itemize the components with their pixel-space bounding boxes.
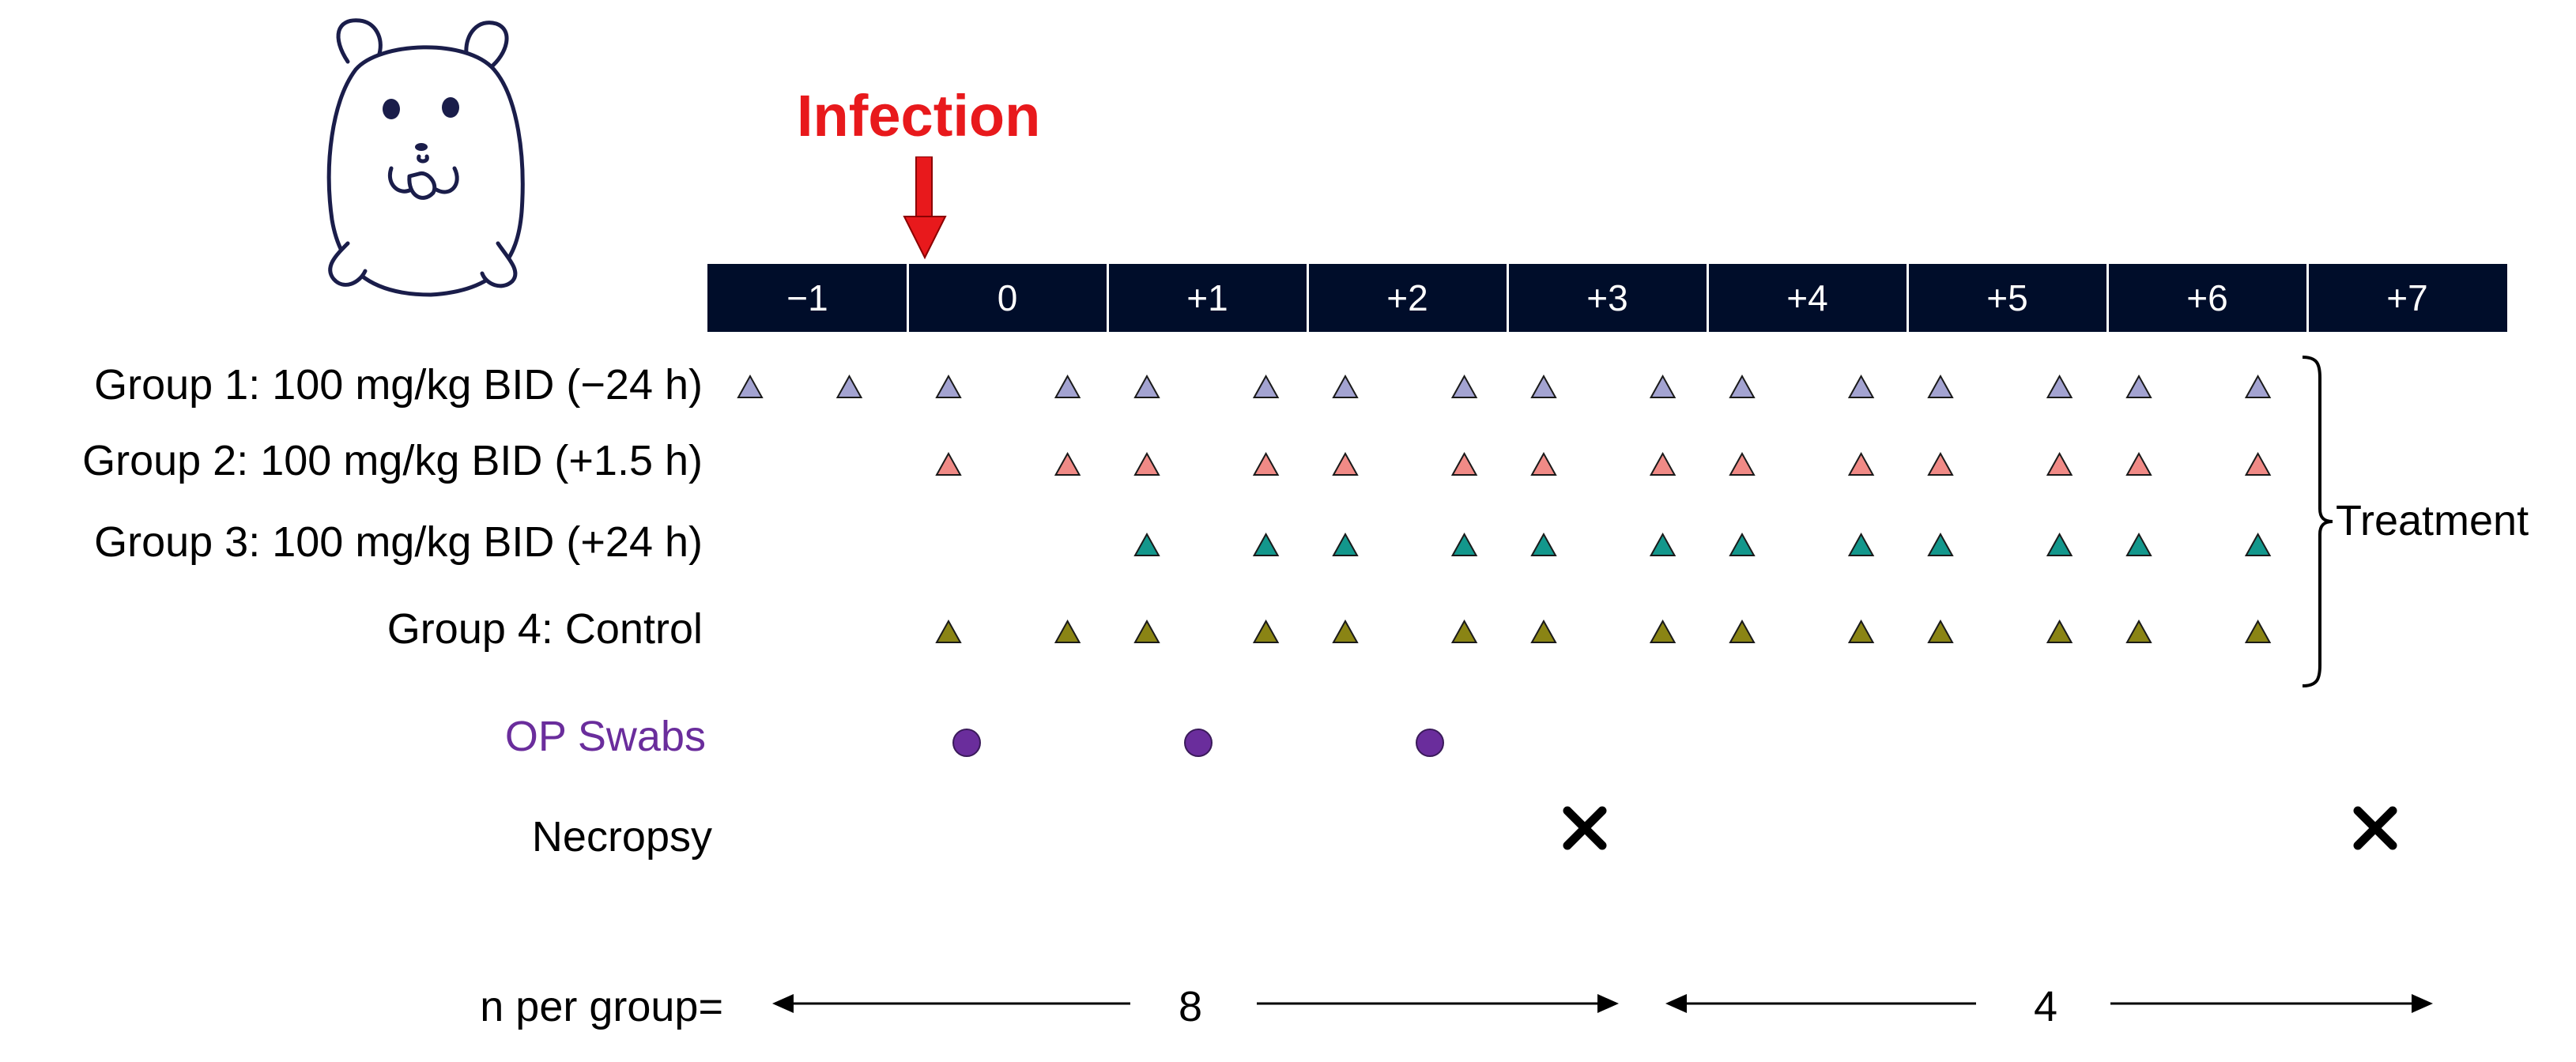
- dose-marker: [1530, 619, 1557, 643]
- dose-marker: [2125, 619, 2152, 643]
- dose-marker: [1054, 374, 1081, 398]
- dose-marker: [1847, 451, 1875, 476]
- dose-marker: [2046, 532, 2073, 556]
- dose-marker: [2125, 374, 2152, 398]
- dose-marker: [2046, 374, 2073, 398]
- dose-marker: [935, 619, 962, 643]
- infection-label: Infection: [797, 83, 1041, 149]
- dose-marker: [1530, 532, 1557, 556]
- timeline-separator: [1507, 264, 1509, 332]
- op-swab-marker: [1416, 729, 1444, 757]
- dose-marker: [1649, 532, 1676, 556]
- necropsy-x-marker: [1563, 806, 1607, 850]
- group-label-3: Group 3: 100 mg/kg BID (+24 h): [94, 518, 703, 566]
- dose-marker: [1927, 374, 1954, 398]
- timeline-day-cell: +7: [2307, 264, 2507, 332]
- treatment-label: Treatment: [2336, 497, 2529, 544]
- dose-marker: [935, 451, 962, 476]
- timeline-day-cell: +2: [1307, 264, 1507, 332]
- timeline-separator: [1307, 264, 1309, 332]
- timeline-separator: [2306, 264, 2309, 332]
- dose-marker: [1649, 619, 1676, 643]
- dose-marker: [1450, 619, 1478, 643]
- dose-marker: [1054, 619, 1081, 643]
- timeline-day-cell: −1: [707, 264, 907, 332]
- dose-marker: [1847, 374, 1875, 398]
- dose-marker: [2244, 451, 2272, 476]
- dose-marker: [2046, 619, 2073, 643]
- necropsy-label: Necropsy: [531, 813, 712, 861]
- dose-marker: [1649, 451, 1676, 476]
- op-swab-marker: [1184, 729, 1213, 757]
- hamster-illustration: [326, 18, 525, 297]
- dose-marker: [1530, 451, 1557, 476]
- dose-marker: [1054, 451, 1081, 476]
- dose-marker: [1252, 619, 1280, 643]
- dose-marker: [1649, 374, 1676, 398]
- n-value-early: 8: [1178, 983, 1203, 1030]
- dose-marker: [1927, 532, 1954, 556]
- op-swab-marker: [952, 729, 981, 757]
- dose-marker: [1450, 374, 1478, 398]
- dose-marker: [2125, 532, 2152, 556]
- timeline-separator: [2106, 264, 2109, 332]
- dose-marker: [1729, 532, 1756, 556]
- dose-marker: [2125, 451, 2152, 476]
- dose-marker: [835, 374, 863, 398]
- op-swabs-label: OP Swabs: [504, 713, 706, 760]
- dose-marker: [1927, 619, 1954, 643]
- dose-marker: [1332, 374, 1359, 398]
- timeline-separator: [1707, 264, 1709, 332]
- dose-marker: [1133, 374, 1160, 398]
- dose-marker: [2244, 619, 2272, 643]
- timeline-day-cell: +6: [2107, 264, 2307, 332]
- dose-marker: [1729, 374, 1756, 398]
- dose-marker: [1450, 532, 1478, 556]
- n-value-late: 4: [2033, 983, 2058, 1030]
- dose-marker: [935, 374, 962, 398]
- dose-marker: [2244, 532, 2272, 556]
- timeline-separator: [1907, 264, 1909, 332]
- dose-marker: [2046, 451, 2073, 476]
- dose-marker: [1332, 532, 1359, 556]
- infection-arrow: [903, 156, 947, 260]
- dose-marker: [1729, 451, 1756, 476]
- dose-marker: [1133, 619, 1160, 643]
- timeline-separator: [1107, 264, 1109, 332]
- dose-marker: [1927, 451, 1954, 476]
- timeline-day-cell: +3: [1507, 264, 1707, 332]
- group-label-1: Group 1: 100 mg/kg BID (−24 h): [94, 361, 703, 409]
- necropsy-x-marker: [2353, 806, 2397, 850]
- timeline-day-cell: +4: [1707, 264, 1907, 332]
- dose-marker: [1450, 451, 1478, 476]
- dose-marker: [1729, 619, 1756, 643]
- dose-marker: [1252, 451, 1280, 476]
- dose-marker: [1252, 374, 1280, 398]
- dose-marker: [1332, 451, 1359, 476]
- timeline-separator: [907, 264, 909, 332]
- dose-marker: [1332, 619, 1359, 643]
- group-label-2: Group 2: 100 mg/kg BID (+1.5 h): [82, 437, 703, 484]
- dose-marker: [1847, 532, 1875, 556]
- n-per-group-label: n per group=: [480, 983, 723, 1030]
- n-range-arrows: [772, 994, 2433, 1013]
- dose-marker: [1847, 619, 1875, 643]
- timeline-day-cell: +5: [1907, 264, 2107, 332]
- treatment-bracket: [2302, 356, 2333, 687]
- group-label-4: Group 4: Control: [387, 605, 703, 653]
- dose-marker: [1133, 532, 1160, 556]
- timeline-day-cell: +1: [1107, 264, 1307, 332]
- dose-marker: [2244, 374, 2272, 398]
- dose-marker: [737, 374, 764, 398]
- dose-marker: [1252, 532, 1280, 556]
- dose-marker: [1530, 374, 1557, 398]
- dose-marker: [1133, 451, 1160, 476]
- timeline-day-cell: 0: [907, 264, 1107, 332]
